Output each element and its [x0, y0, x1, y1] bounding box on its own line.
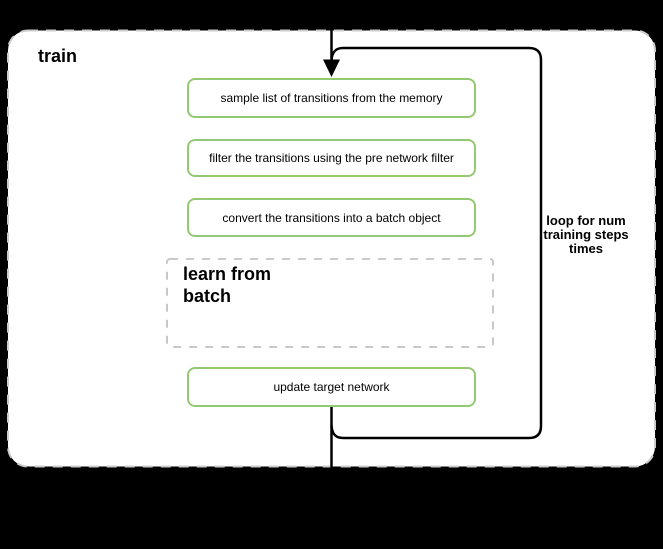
step-convert-to-batch: convert the transitions into a batch obj…	[187, 198, 476, 237]
arrowhead-icon	[323, 59, 340, 77]
learn-from-batch-box	[166, 258, 494, 348]
loop-rectangle-path	[330, 46, 543, 440]
step-sample-transitions: sample list of transitions from the memo…	[187, 78, 476, 118]
subprocess-title: learn from batch	[183, 264, 272, 306]
step-filter-transitions: filter the transitions using the pre net…	[187, 139, 476, 177]
step-update-target-network: update target network	[187, 367, 476, 407]
container-title: train	[38, 46, 78, 66]
loop-annotation: loop for num training steps times	[543, 213, 629, 256]
